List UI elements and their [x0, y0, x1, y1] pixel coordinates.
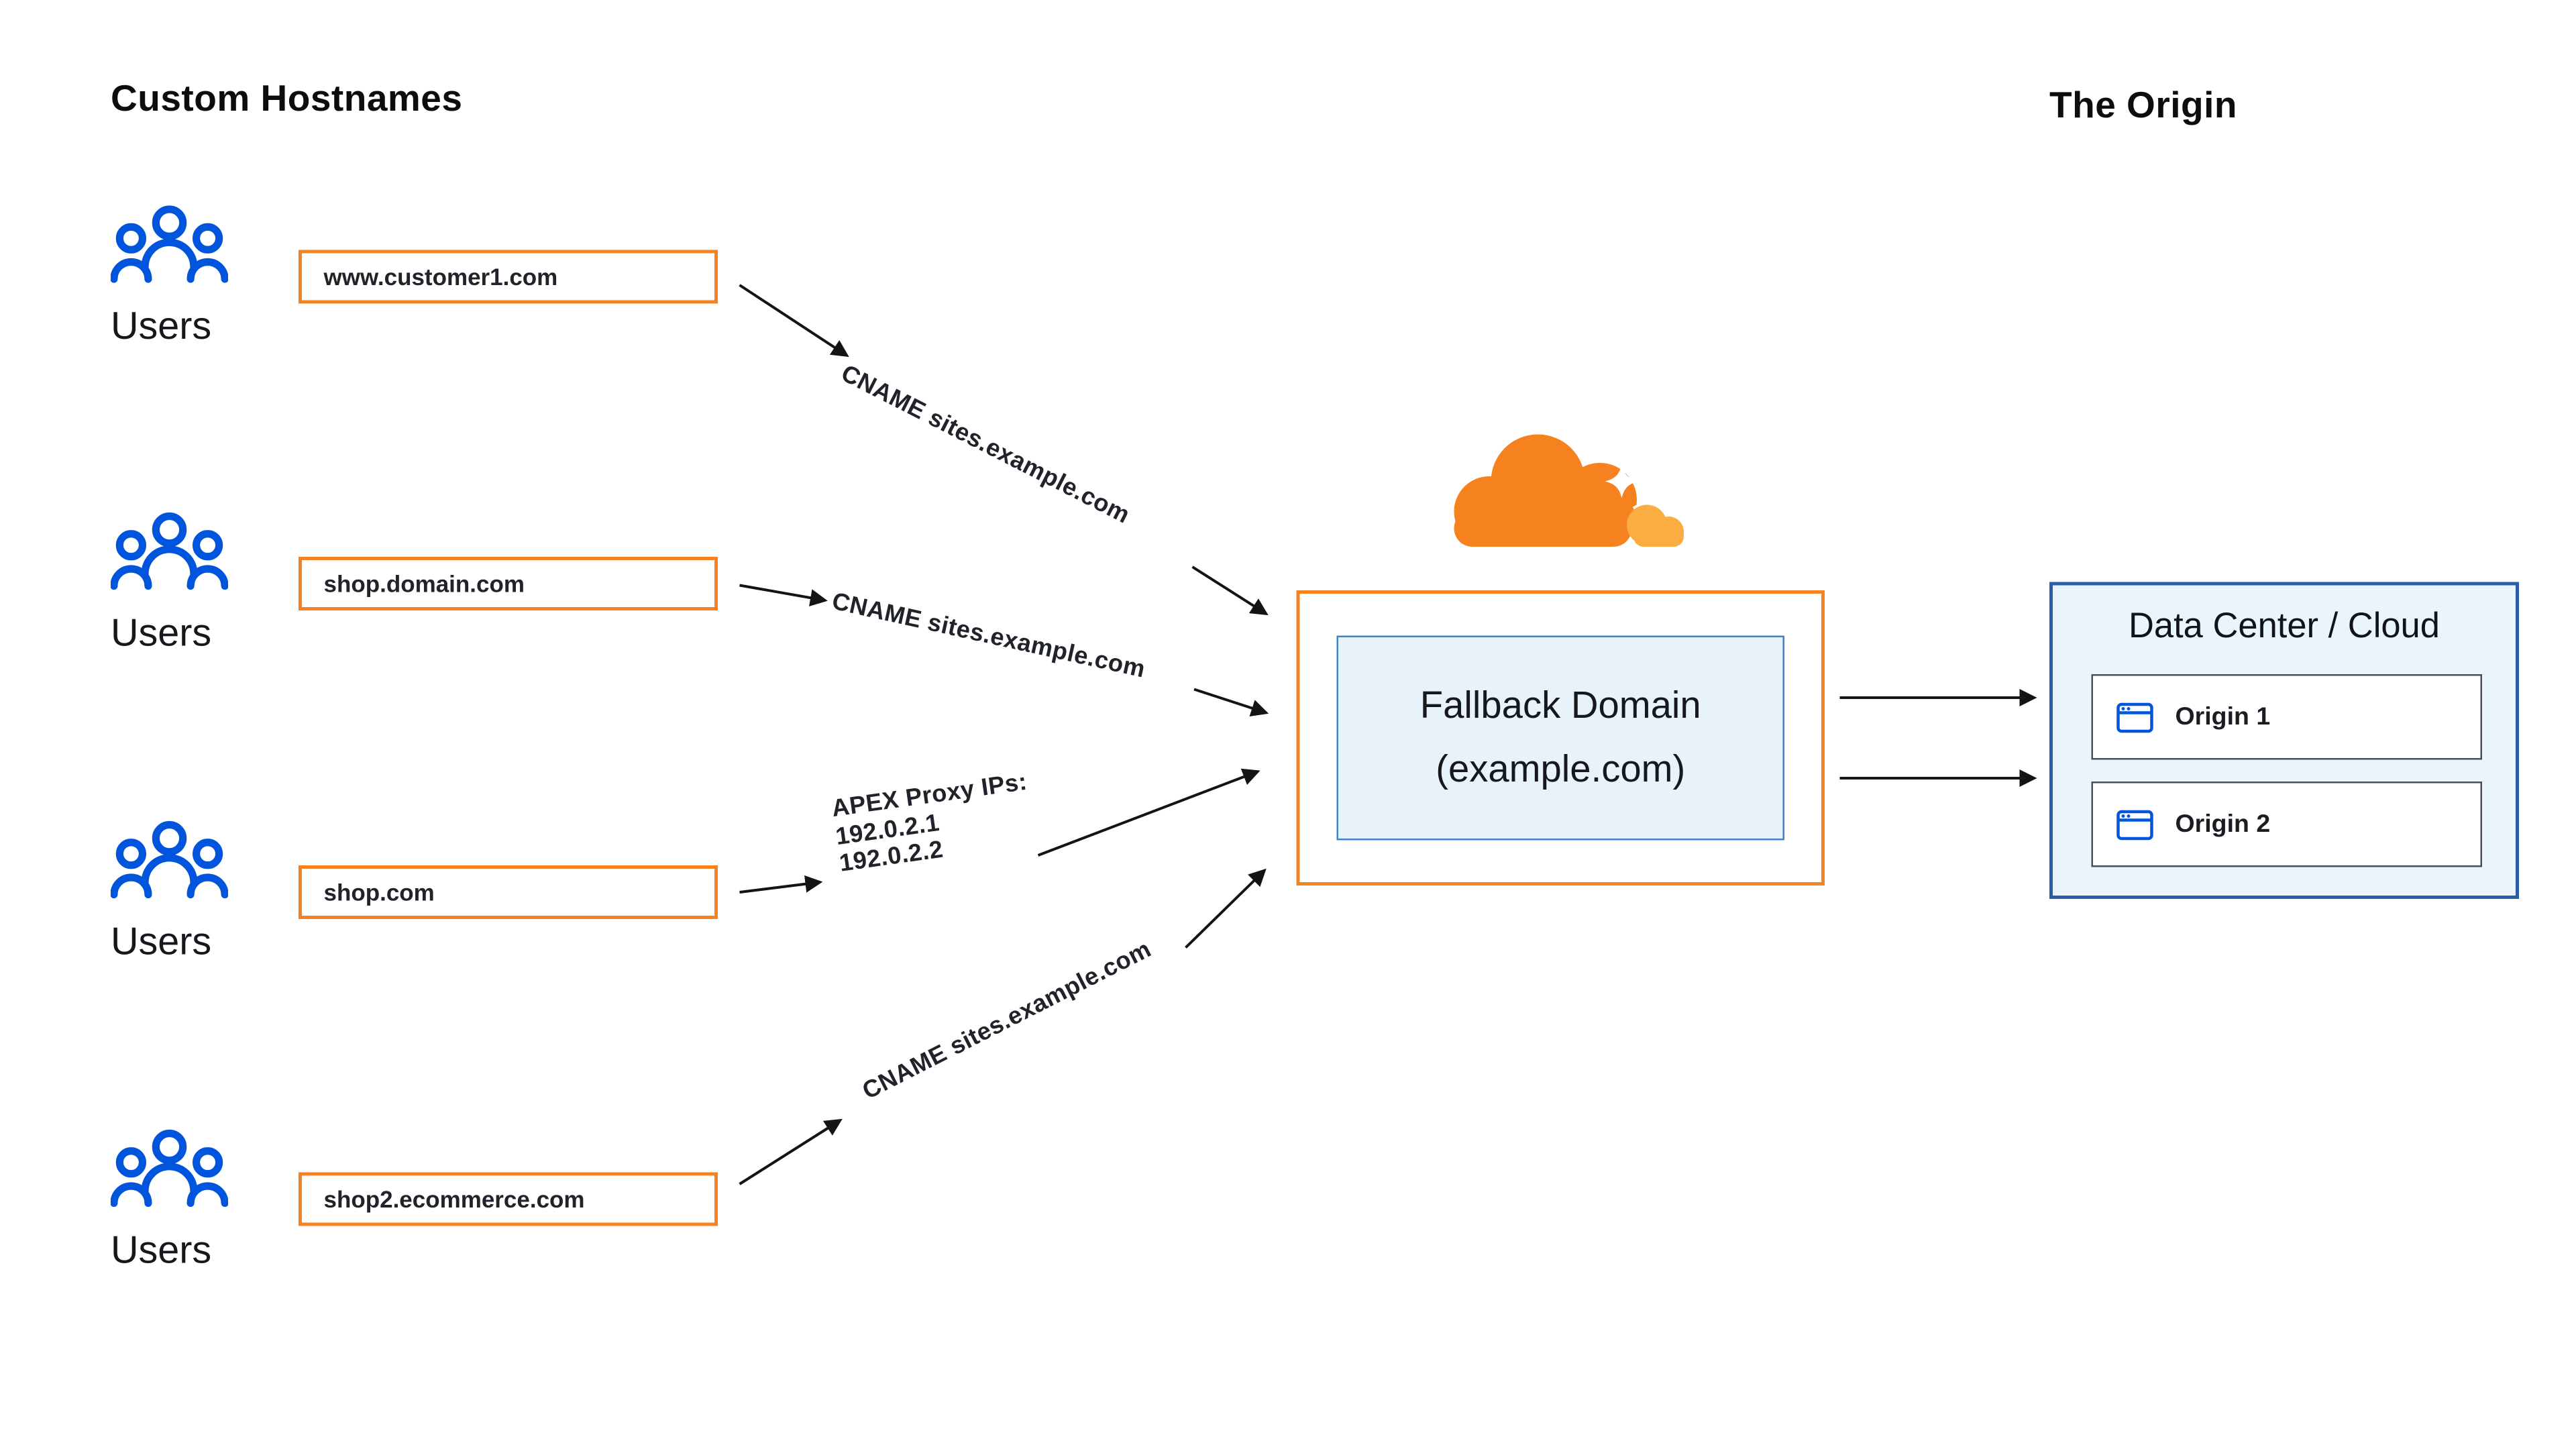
- arrow-label1-to-fallback: [1191, 566, 1269, 616]
- cloud-main: [1454, 434, 1637, 547]
- data-center-box: Data Center / Cloud Origin 1 Origin 2: [2049, 582, 2519, 899]
- edge-label-cname-1: CNAME sites.example.com: [836, 360, 1134, 530]
- edge-label-cname-2: CNAME sites.example.com: [829, 588, 1148, 684]
- hostname-box-4: shop2.ecommerce.com: [299, 1172, 718, 1226]
- hostname-label: shop2.ecommerce.com: [323, 1185, 585, 1213]
- users-label: Users: [111, 610, 212, 654]
- users-group-2: Users: [111, 512, 228, 656]
- arrow-host1-to-label: [739, 284, 849, 358]
- origin-1-label: Origin 1: [2175, 702, 2271, 732]
- users-icon: [111, 512, 228, 590]
- arrow-label3-to-fallback: [1037, 768, 1260, 857]
- origin-2-box: Origin 2: [2091, 782, 2482, 867]
- users-label: Users: [111, 1228, 212, 1271]
- data-center-title: Data Center / Cloud: [2128, 607, 2440, 646]
- arrow-label4-to-fallback: [1185, 868, 1267, 949]
- origin-1-box: Origin 1: [2091, 674, 2482, 760]
- users-icon: [111, 1129, 228, 1208]
- users-group-1: Users: [111, 205, 228, 349]
- custom-hostnames-title: Custom Hostnames: [111, 77, 463, 119]
- browser-window-icon: [2116, 702, 2153, 732]
- hostname-label: www.customer1.com: [323, 263, 558, 290]
- users-group-4: Users: [111, 1129, 228, 1273]
- hostname-label: shop.domain.com: [323, 570, 525, 597]
- users-icon: [111, 820, 228, 899]
- fallback-outer-box: Fallback Domain (example.com): [1296, 590, 1825, 885]
- arrow-host2-to-label: [739, 584, 828, 606]
- hostname-box-2: shop.domain.com: [299, 557, 718, 610]
- cloud-spark: [1605, 464, 1639, 498]
- the-origin-title: The Origin: [2049, 84, 2237, 126]
- arrow-host3-to-label: [739, 875, 823, 894]
- fallback-domain-box: Fallback Domain (example.com): [1336, 635, 1784, 841]
- hostname-label: shop.com: [323, 879, 435, 906]
- cloudflare-logo-icon: [1454, 434, 1684, 552]
- arrow-label2-to-fallback: [1193, 688, 1269, 717]
- fallback-domain-line2: (example.com): [1436, 748, 1686, 790]
- arrow-host4-to-label: [739, 1118, 843, 1185]
- users-group-3: Users: [111, 820, 228, 965]
- users-label: Users: [111, 919, 212, 963]
- browser-window-icon: [2116, 809, 2153, 839]
- hostname-box-1: www.customer1.com: [299, 250, 718, 304]
- edge-label-cname-4: CNAME sites.example.com: [859, 936, 1157, 1106]
- hostname-box-3: shop.com: [299, 865, 718, 919]
- users-label: Users: [111, 303, 212, 347]
- cloud-light: [1627, 504, 1684, 547]
- origin-2-label: Origin 2: [2175, 810, 2271, 839]
- users-icon: [111, 205, 228, 283]
- fallback-domain-line1: Fallback Domain: [1419, 684, 1701, 727]
- edge-label-apex-proxy: APEX Proxy IPs: 192.0.2.1 192.0.2.2: [830, 769, 1037, 879]
